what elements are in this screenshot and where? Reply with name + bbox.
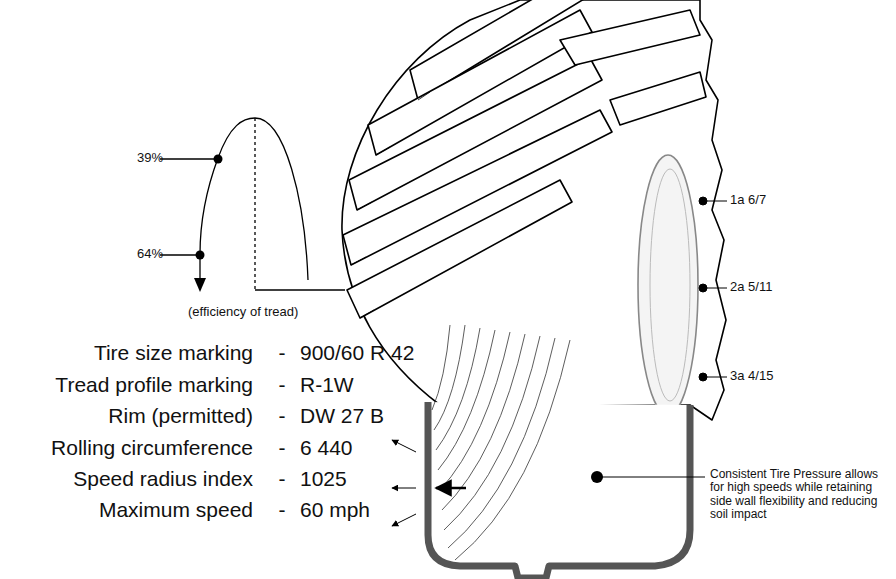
tread-lug <box>560 10 700 65</box>
spec-value: R-1W <box>300 373 470 397</box>
callout-label: 1a 6/7 <box>730 193 810 208</box>
spec-dash: - <box>272 373 292 397</box>
spec-name: Tread profile marking <box>0 373 253 397</box>
spec-dash: - <box>272 498 292 522</box>
spec-name: Rolling circumference <box>0 436 253 460</box>
graph-caption: (efficiency of tread) <box>188 305 328 320</box>
note-text: Consistent Tire Pressure allows for high… <box>710 468 890 522</box>
spec-value: 900/60 R 42 <box>300 341 470 365</box>
spec-dash: - <box>272 404 292 428</box>
percent-label: 64% <box>137 247 177 262</box>
spec-value: 1025 <box>300 467 470 491</box>
arrow-head <box>194 278 206 292</box>
callout-label: 3a 4/15 <box>730 369 810 384</box>
force-arrow <box>392 488 416 489</box>
spec-dash: - <box>272 436 292 460</box>
force-arrow <box>392 440 416 452</box>
peak-dashed-line <box>254 118 255 290</box>
leader-line <box>160 158 218 159</box>
force-arrow <box>392 514 416 526</box>
rim <box>638 155 698 415</box>
spec-name: Speed radius index <box>0 467 253 491</box>
spec-value: DW 27 B <box>300 404 470 428</box>
efficiency-graph <box>160 118 345 292</box>
spec-dash: - <box>272 467 292 491</box>
section-outline <box>428 402 690 578</box>
spec-name: Maximum speed <box>0 498 253 522</box>
spec-name: Tire size marking <box>0 341 253 365</box>
efficiency-curve <box>200 118 308 282</box>
pressure-arrow <box>436 487 466 490</box>
spec-value: 6 440 <box>300 436 470 460</box>
callout-label: 2a 5/11 <box>730 280 810 295</box>
tread-lug <box>347 180 572 318</box>
leader-line <box>703 201 727 377</box>
tread-lug <box>610 72 706 125</box>
lug-shade <box>351 92 430 318</box>
tire-cross-section <box>392 325 705 578</box>
leader-dot <box>214 155 223 164</box>
spec-name: Rim (permitted) <box>0 404 253 428</box>
sidewall-callouts <box>699 197 727 381</box>
spec-value: 60 mph <box>300 498 470 522</box>
tread-leader-line <box>255 289 345 290</box>
leader-line <box>160 254 200 255</box>
percent-label: 39% <box>137 151 177 166</box>
leader-line <box>597 477 705 478</box>
leader-dot <box>196 251 205 260</box>
spec-dash: - <box>272 341 292 365</box>
ply-lines <box>432 325 570 560</box>
rim-inner <box>650 169 690 401</box>
